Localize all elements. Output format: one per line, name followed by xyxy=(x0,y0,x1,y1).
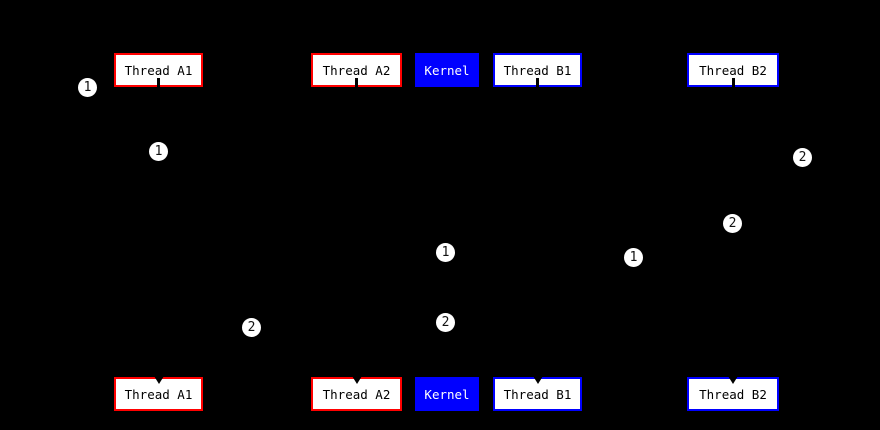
event-badge-8: 2 xyxy=(242,318,261,337)
node-label: Thread B2 xyxy=(699,386,767,402)
event-badge-label: 1 xyxy=(629,250,638,265)
event-badge-label: 1 xyxy=(441,245,450,260)
node-thread-a1-top: Thread A1 xyxy=(114,53,203,88)
event-badge-label: 2 xyxy=(441,315,450,330)
node-label: Thread B2 xyxy=(699,62,767,78)
connector-tick xyxy=(731,78,735,88)
node-label: Thread A2 xyxy=(322,386,391,402)
event-badge-3: 2 xyxy=(793,148,812,167)
arrowhead-notch xyxy=(153,376,164,384)
arrowhead-notch xyxy=(728,376,738,384)
event-badge-4: 2 xyxy=(723,214,742,233)
connector-tick xyxy=(157,78,160,88)
node-thread-b1-bottom: Thread B1 xyxy=(493,376,582,411)
node-thread-a2-top: Thread A2 xyxy=(311,53,402,88)
node-label: Thread A1 xyxy=(124,62,193,78)
arrowhead-notch xyxy=(351,376,362,384)
event-badge-7: 2 xyxy=(436,313,455,332)
node-thread-b2-bottom: Thread B2 xyxy=(687,376,779,411)
arrowhead-notch xyxy=(532,376,543,384)
event-badge-6: 1 xyxy=(624,248,643,267)
connector-tick xyxy=(355,78,358,88)
event-badge-5: 1 xyxy=(436,243,455,262)
node-label: Kernel xyxy=(424,62,470,78)
node-label: Thread B1 xyxy=(503,386,572,402)
node-label: Kernel xyxy=(424,386,470,402)
event-badge-label: 2 xyxy=(798,150,807,165)
node-thread-b1-top: Thread B1 xyxy=(493,53,582,88)
node-label: Thread A2 xyxy=(322,62,391,78)
node-label: Thread A1 xyxy=(124,386,193,402)
node-label: Thread B1 xyxy=(503,62,572,78)
event-badge-label: 2 xyxy=(728,216,737,231)
node-thread-a1-bottom: Thread A1 xyxy=(114,376,203,411)
event-badge-label: 2 xyxy=(247,320,256,335)
event-badge-label: 1 xyxy=(154,144,163,159)
event-badge-1: 1 xyxy=(78,78,97,97)
node-thread-a2-bottom: Thread A2 xyxy=(311,376,402,411)
event-badge-label: 1 xyxy=(83,80,92,95)
event-badge-2: 1 xyxy=(149,142,168,161)
connector-tick xyxy=(536,78,539,88)
node-kernel-top: Kernel xyxy=(415,53,479,87)
node-thread-b2-top: Thread B2 xyxy=(687,53,779,88)
node-kernel-bottom: Kernel xyxy=(415,377,479,411)
